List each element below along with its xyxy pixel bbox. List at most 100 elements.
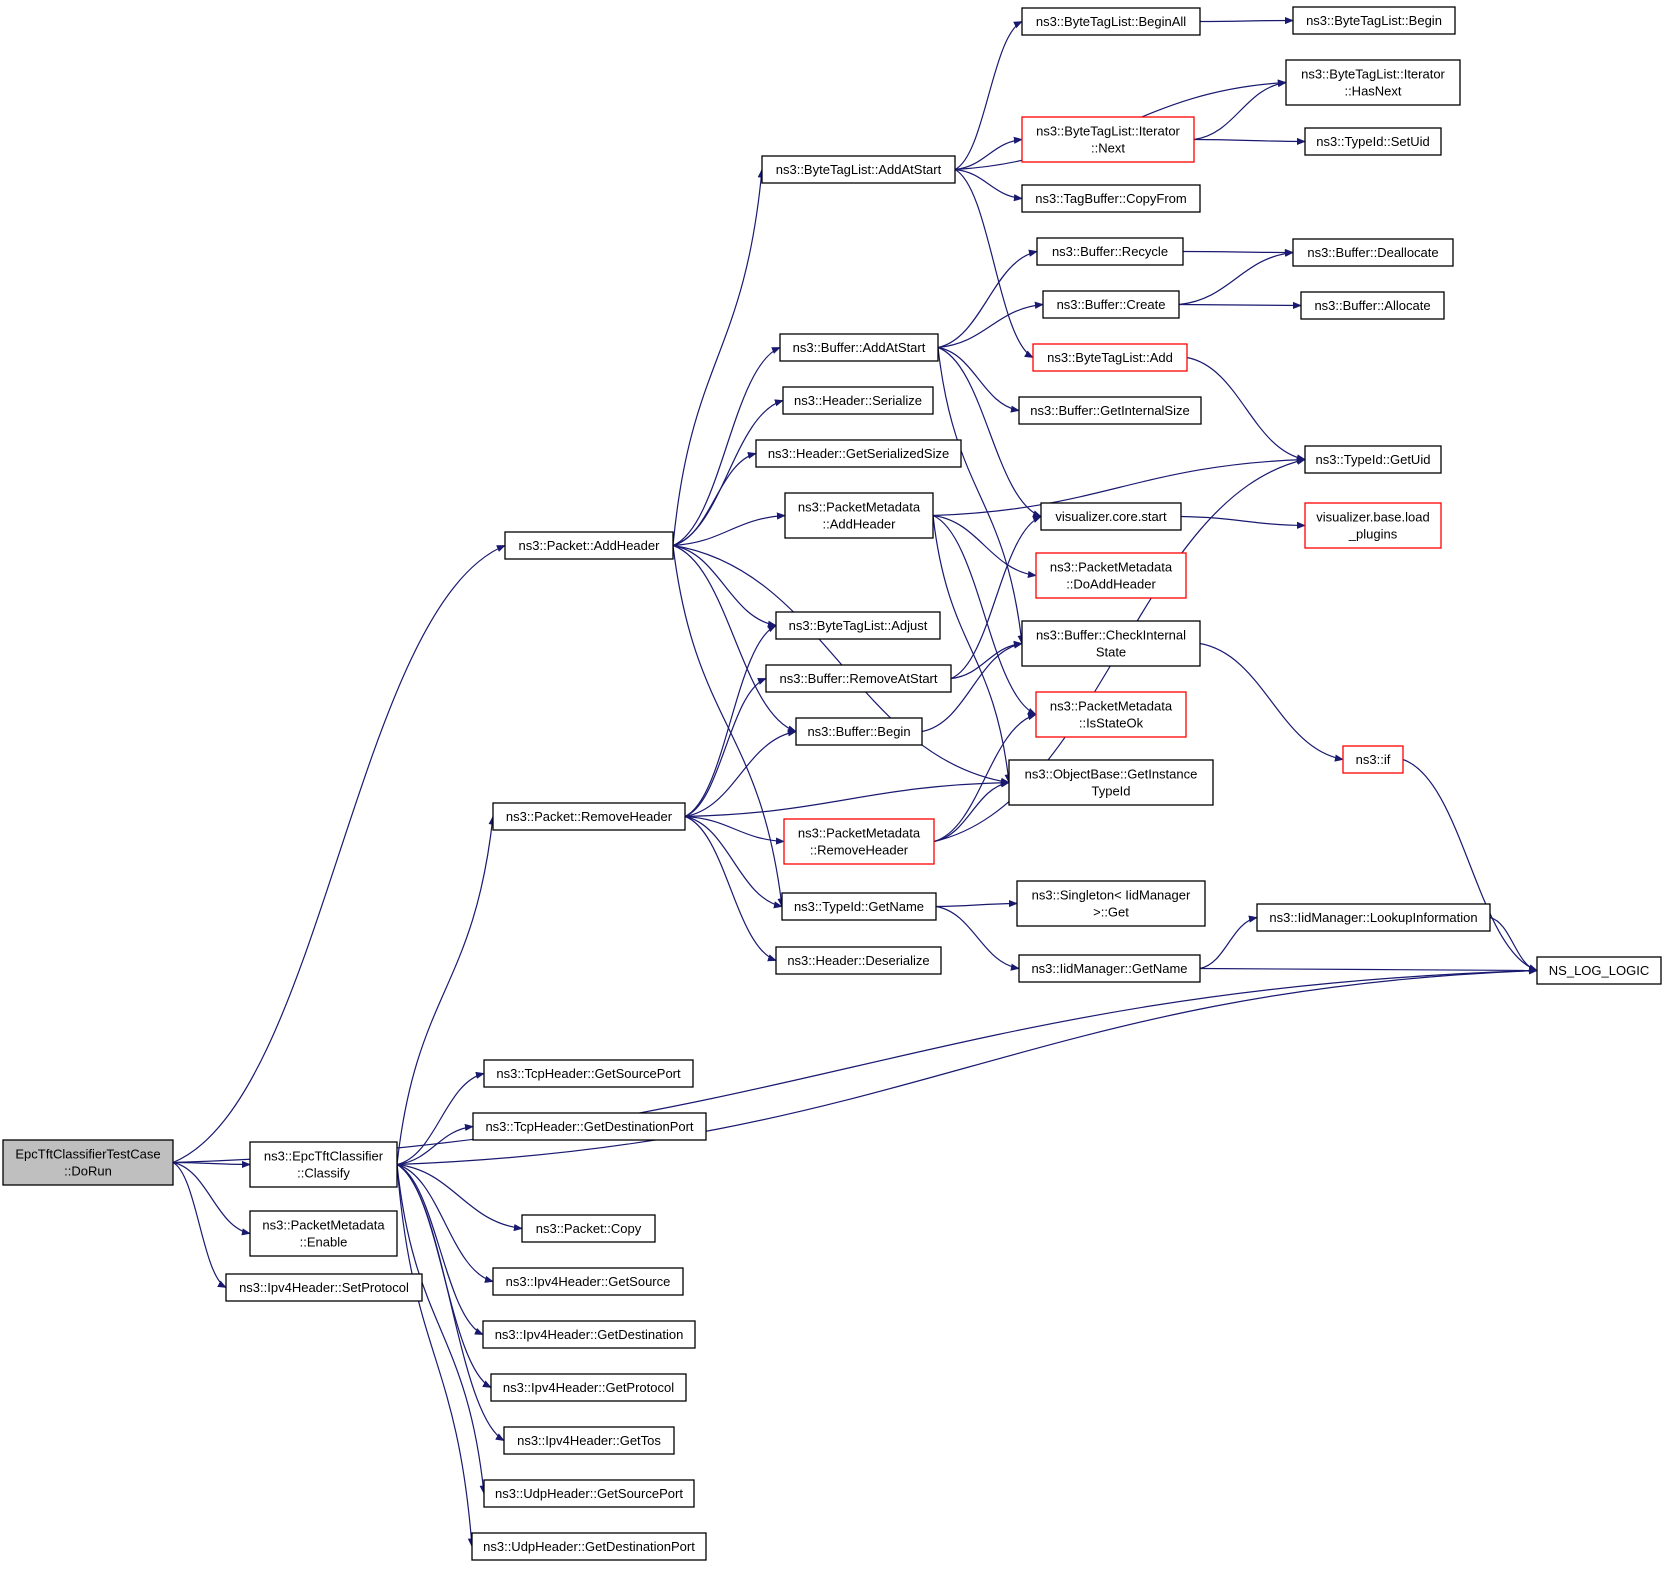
node-label: ns3::Header::GetSerializedSize xyxy=(768,446,949,461)
node-ipdst[interactable]: ns3::Ipv4Header::GetDestination xyxy=(482,1320,696,1349)
node-pmdoaddheader[interactable]: ns3::PacketMetadata::DoAddHeader xyxy=(1035,552,1187,599)
node-ns3if[interactable]: ns3::if xyxy=(1342,745,1404,774)
node-viscorestart[interactable]: visualizer.core.start xyxy=(1040,502,1182,531)
node-box xyxy=(782,386,934,415)
node-label: ns3::Ipv4Header::GetTos xyxy=(517,1433,661,1448)
node-singletonget[interactable]: ns3::Singleton< IidManager>::Get xyxy=(1016,880,1206,927)
node-bufbegin[interactable]: ns3::Buffer::Begin xyxy=(795,717,923,746)
node-btliternext[interactable]: ns3::ByteTagList::Iterator::Next xyxy=(1021,116,1195,163)
node-box xyxy=(1256,903,1491,932)
node-btlbegin[interactable]: ns3::ByteTagList::Begin xyxy=(1292,6,1456,35)
node-iidlookup[interactable]: ns3::IidManager::LookupInformation xyxy=(1256,903,1491,932)
edge-dorun-to-setprotocol xyxy=(172,1161,227,1289)
node-label: visualizer.core.start xyxy=(1055,509,1167,524)
node-label: visualizer.base.load xyxy=(1316,510,1429,525)
node-box xyxy=(1304,127,1442,156)
node-label: ns3::TcpHeader::GetSourcePort xyxy=(496,1066,681,1081)
node-label: ns3::Packet::Copy xyxy=(536,1221,642,1236)
node-box xyxy=(482,1320,696,1349)
node-setprotocol[interactable]: ns3::Ipv4Header::SetProtocol xyxy=(225,1273,423,1302)
node-label: ns3::EpcTftClassifier xyxy=(264,1149,384,1164)
node-label: ns3::UdpHeader::GetDestinationPort xyxy=(483,1539,695,1554)
node-label: ns3::Buffer::Allocate xyxy=(1314,298,1430,313)
node-typeidsetuid[interactable]: ns3::TypeId::SetUid xyxy=(1304,127,1442,156)
node-tbcopyfrom[interactable]: ns3::TagBuffer::CopyFrom xyxy=(1021,184,1201,213)
node-box xyxy=(1304,502,1442,549)
node-bufallocate[interactable]: ns3::Buffer::Allocate xyxy=(1300,291,1445,320)
node-pmisstateok[interactable]: ns3::PacketMetadata::IsStateOk xyxy=(1035,691,1187,738)
node-bufdeallocate[interactable]: ns3::Buffer::Deallocate xyxy=(1292,238,1454,267)
node-udpdst[interactable]: ns3::UdpHeader::GetDestinationPort xyxy=(471,1532,707,1561)
edge-bufaddatstart-to-bufcheckinternal xyxy=(937,347,1025,645)
node-btladdatstart[interactable]: ns3::ByteTagList::AddAtStart xyxy=(761,155,956,184)
node-bufgetinternalsize[interactable]: ns3::Buffer::GetInternalSize xyxy=(1018,396,1202,425)
node-pmenable[interactable]: ns3::PacketMetadata::Enable xyxy=(249,1210,398,1257)
edge-iidlookup-to-nslog xyxy=(1489,916,1538,973)
edge-btliternext-to-typeidsetuid xyxy=(1193,137,1306,146)
edge-typeidgetname-to-singletonget xyxy=(935,899,1018,908)
node-tcpdst[interactable]: ns3::TcpHeader::GetDestinationPort xyxy=(472,1112,707,1141)
edge-bufrecycle-to-bufdeallocate xyxy=(1182,248,1294,257)
node-pmaddheader[interactable]: ns3::PacketMetadata::AddHeader xyxy=(784,492,934,539)
edge-iidgetname-to-nslog xyxy=(1199,966,1538,975)
node-hdeserialize[interactable]: ns3::Header::Deserialize xyxy=(775,946,942,975)
node-udpsrc[interactable]: ns3::UdpHeader::GetSourcePort xyxy=(483,1479,695,1508)
node-removeheader[interactable]: ns3::Packet::RemoveHeader xyxy=(492,802,686,831)
node-box xyxy=(1035,691,1187,738)
node-typeidgetname[interactable]: ns3::TypeId::GetName xyxy=(781,892,937,921)
node-hserialize[interactable]: ns3::Header::Serialize xyxy=(782,386,934,415)
node-box xyxy=(784,492,934,539)
node-bufremoveatstart[interactable]: ns3::Buffer::RemoveAtStart xyxy=(765,664,952,693)
node-nslog[interactable]: NS_LOG_LOGIC xyxy=(1536,956,1662,985)
node-box xyxy=(1018,396,1202,425)
node-addheader[interactable]: ns3::Packet::AddHeader xyxy=(504,531,674,560)
node-box xyxy=(1021,620,1201,667)
node-pcopy[interactable]: ns3::Packet::Copy xyxy=(521,1214,656,1243)
node-label: ::Classify xyxy=(297,1166,350,1181)
node-tcpsrc[interactable]: ns3::TcpHeader::GetSourcePort xyxy=(483,1059,694,1088)
node-btlbeginall[interactable]: ns3::ByteTagList::BeginAll xyxy=(1021,7,1201,36)
node-visloadplugins[interactable]: visualizer.base.load_plugins xyxy=(1304,502,1442,549)
edge-btladdatstart-to-btliternext xyxy=(954,136,1023,171)
node-box xyxy=(1285,59,1461,106)
edge-addheader-to-btladdatstart xyxy=(672,168,765,546)
edge-addheader-to-bufaddatstart xyxy=(672,346,781,547)
node-label: NS_LOG_LOGIC xyxy=(1549,963,1649,978)
node-btladjust[interactable]: ns3::ByteTagList::Adjust xyxy=(775,611,941,640)
node-bufrecycle[interactable]: ns3::Buffer::Recycle xyxy=(1036,237,1184,266)
node-typeidgetuid[interactable]: ns3::TypeId::GetUid xyxy=(1304,445,1442,474)
edge-addheader-to-typeidgetname xyxy=(672,545,785,908)
node-box xyxy=(779,333,939,362)
node-label: ns3::Buffer::CheckInternal xyxy=(1036,628,1186,643)
edge-pmremoveheader-to-pmisstateok xyxy=(933,713,1037,843)
node-iidgetname[interactable]: ns3::IidManager::GetName xyxy=(1018,954,1201,983)
node-ipproto[interactable]: ns3::Ipv4Header::GetProtocol xyxy=(490,1373,687,1402)
node-label: ns3::IidManager::GetName xyxy=(1031,961,1187,976)
edge-classify-to-ipsrc xyxy=(396,1163,494,1283)
node-hgetsize[interactable]: ns3::Header::GetSerializedSize xyxy=(755,439,962,468)
node-label: ns3::Header::Serialize xyxy=(794,393,922,408)
edge-classify-to-udpsrc xyxy=(396,1164,487,1495)
node-btlhasnext[interactable]: ns3::ByteTagList::Iterator::HasNext xyxy=(1285,59,1461,106)
node-bufcreate[interactable]: ns3::Buffer::Create xyxy=(1042,290,1180,319)
node-bufaddatstart[interactable]: ns3::Buffer::AddAtStart xyxy=(779,333,939,362)
node-classify[interactable]: ns3::EpcTftClassifier::Classify xyxy=(249,1141,398,1188)
node-label: ns3::TypeId::SetUid xyxy=(1316,134,1429,149)
edge-removeheader-to-btladjust xyxy=(684,624,777,818)
node-ipsrc[interactable]: ns3::Ipv4Header::GetSource xyxy=(492,1267,684,1296)
node-btladd[interactable]: ns3::ByteTagList::Add xyxy=(1032,343,1188,372)
node-label: ns3::Buffer::RemoveAtStart xyxy=(780,671,938,686)
node-label: ns3::Packet::RemoveHeader xyxy=(506,809,673,824)
edge-pmaddheader-to-pmisstateok xyxy=(932,514,1037,716)
node-box xyxy=(471,1532,707,1561)
node-dorun[interactable]: EpcTftClassifierTestCase::DoRun xyxy=(2,1139,174,1186)
node-box xyxy=(504,531,674,560)
node-iptos[interactable]: ns3::Ipv4Header::GetTos xyxy=(503,1426,675,1455)
node-box xyxy=(765,664,952,693)
node-label: ::Enable xyxy=(300,1235,348,1250)
node-box xyxy=(1008,759,1214,806)
node-pmremoveheader[interactable]: ns3::PacketMetadata::RemoveHeader xyxy=(783,818,935,865)
node-label: ns3::Ipv4Header::SetProtocol xyxy=(239,1280,409,1295)
